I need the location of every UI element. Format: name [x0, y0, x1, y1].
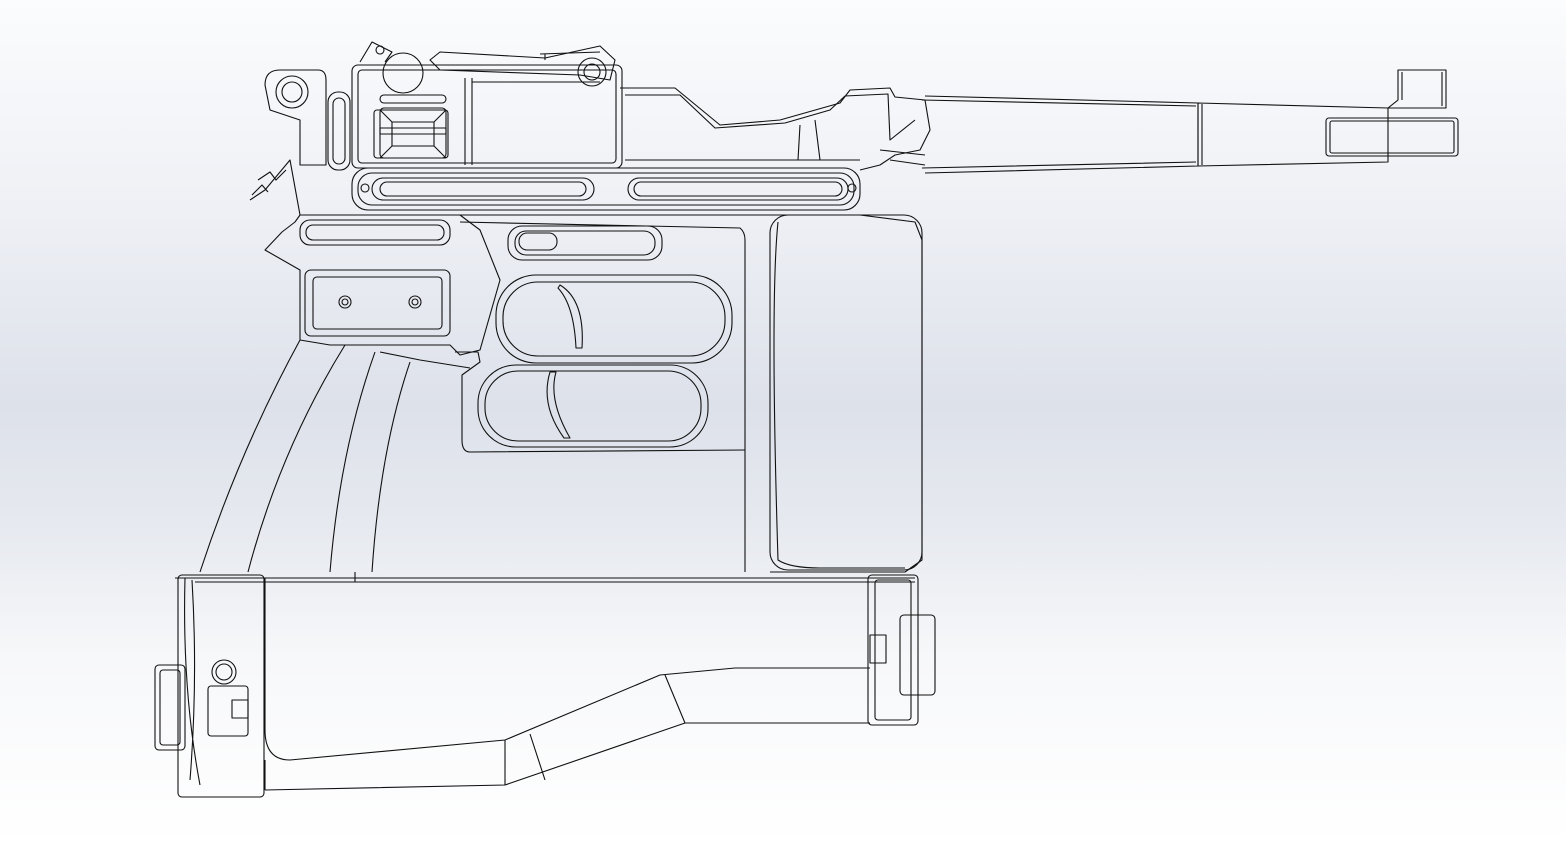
model-edge [375, 45, 385, 55]
model-edge [231, 699, 249, 719]
model-edge [247, 344, 346, 573]
model-edge [484, 370, 702, 442]
model-edge [539, 51, 601, 60]
model-edge [847, 183, 857, 193]
model-edge [411, 298, 419, 306]
model-edge [373, 109, 449, 159]
model-edge [184, 577, 201, 786]
model-edge [215, 663, 233, 681]
model-edge [332, 97, 346, 165]
model-edge [464, 78, 600, 165]
model-edge [327, 91, 351, 171]
hammer-and-rear-sight [359, 41, 616, 94]
model-edge [583, 63, 601, 81]
model-edge [773, 221, 905, 569]
model-edge [312, 276, 443, 330]
model-edge [504, 674, 686, 785]
model-edge [518, 232, 558, 251]
model-edge [1329, 120, 1455, 154]
model-edge [264, 722, 870, 791]
model-edge [869, 634, 887, 664]
model-edge [495, 274, 733, 364]
model-edge [329, 351, 376, 573]
model-edge [577, 57, 607, 87]
model-edge [357, 172, 855, 206]
model-edge [546, 371, 571, 439]
model-edge [371, 351, 471, 573]
model-edge [477, 364, 709, 448]
model-edge [264, 69, 327, 166]
model-edge [1197, 102, 1389, 167]
model-edge [1325, 117, 1459, 157]
model-edge [627, 177, 849, 201]
model-edge [211, 659, 237, 685]
model-edge [379, 127, 447, 135]
model-edge [1401, 72, 1443, 106]
model-edge [769, 214, 923, 571]
model-edge [281, 81, 303, 103]
model-edge [625, 93, 916, 141]
model-edge [507, 225, 663, 261]
rear-frame-ring [264, 69, 351, 171]
model-edge [177, 574, 265, 798]
frame [249, 159, 923, 573]
model-edge [382, 52, 424, 94]
model-edge [264, 578, 870, 761]
model-edge [620, 87, 931, 171]
model-edge [625, 119, 860, 161]
model-edge [275, 75, 309, 109]
rail [351, 167, 861, 211]
model-edge [379, 181, 587, 197]
model-edge [251, 169, 287, 196]
model-edge [154, 664, 186, 751]
model-edge [379, 109, 447, 159]
model-edge [207, 685, 249, 737]
model-edge [379, 94, 447, 104]
model-edge [338, 295, 352, 309]
model-edge [874, 579, 912, 721]
model-edge [924, 95, 1199, 174]
stock [154, 572, 936, 798]
model-edge [304, 269, 451, 337]
model-edge [899, 614, 936, 696]
model-edge [633, 181, 843, 197]
model-edge [360, 183, 370, 193]
model-edge [455, 351, 746, 453]
model-edge [199, 339, 301, 573]
model-edge [175, 572, 915, 583]
model-edge [341, 298, 349, 306]
model-edge [502, 281, 726, 357]
model-edge [305, 224, 445, 241]
model-edge [1387, 69, 1447, 109]
model-edge [249, 159, 501, 356]
model-edge [371, 177, 595, 201]
receiver [351, 64, 931, 171]
front-sight [1325, 69, 1459, 157]
model-edge [867, 574, 919, 726]
model-edge [351, 167, 861, 211]
model-edge [408, 295, 422, 309]
grip [199, 339, 471, 573]
model-edge [921, 99, 1197, 169]
barrel [921, 95, 1389, 174]
model-edge [299, 219, 451, 246]
model-edge [159, 669, 181, 746]
model-edge [557, 284, 583, 349]
model-edge [459, 221, 746, 572]
model-edge [357, 69, 617, 164]
model-edge [359, 41, 393, 63]
model-edge [879, 149, 926, 166]
model-edge [379, 107, 447, 159]
model-edge [514, 230, 656, 256]
model-edge [429, 45, 616, 81]
model-edge [455, 214, 923, 573]
magazine-windows [477, 274, 733, 448]
